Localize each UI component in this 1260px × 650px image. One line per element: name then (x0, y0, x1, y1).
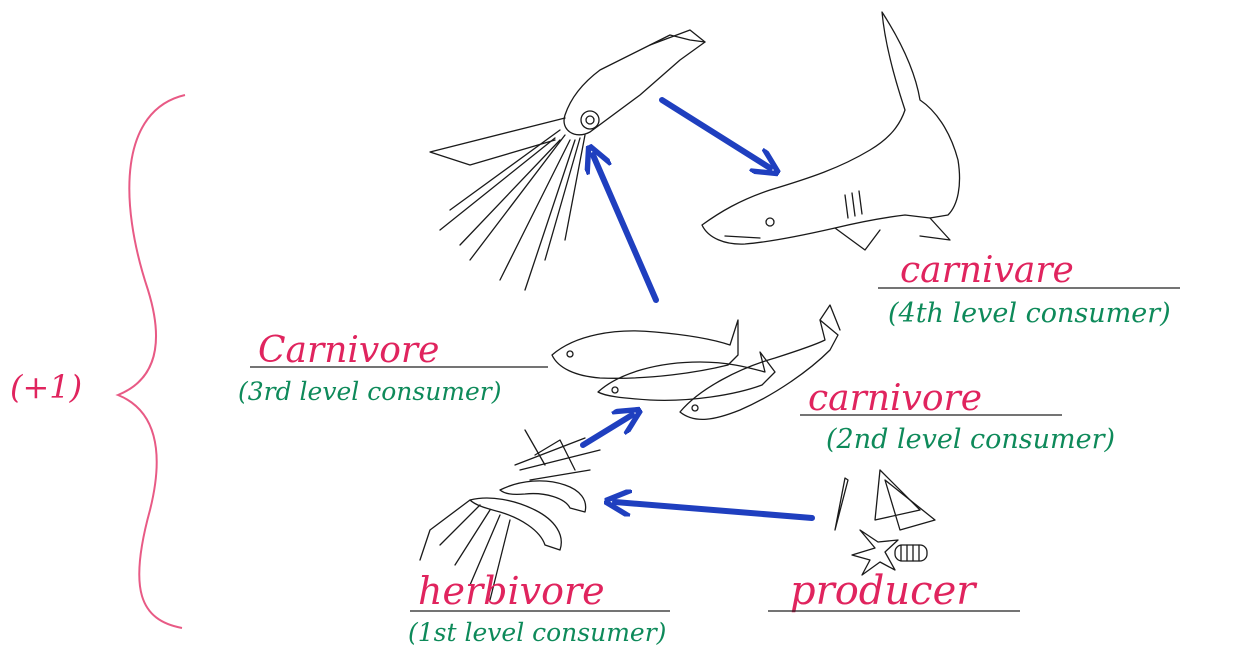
arrow-fish-to-squid (593, 155, 656, 300)
bracket-note: (+1) (10, 368, 82, 406)
fish3-level-label: (3rd level consumer) (238, 377, 502, 406)
shark-icon (702, 12, 960, 250)
producer-role-label: producer (790, 568, 978, 614)
plankton-icon (835, 470, 935, 575)
squid-icon (430, 30, 705, 290)
fish3-role-label: Carnivore (258, 330, 439, 371)
shrimp-role-label: herbivore (418, 569, 605, 613)
shark-level-label: (4th level consumer) (888, 298, 1171, 329)
arrow-shrimp-to-fish (583, 415, 632, 445)
fish-school-icon (552, 305, 840, 419)
fish2-level-label: (2nd level consumer) (826, 424, 1115, 455)
arrow-squid-to-shark (662, 100, 770, 168)
arrow-producer-to-shrimp (615, 502, 812, 518)
shrimp-level-label: (1st level consumer) (408, 618, 666, 647)
shark-role-label: carnivare (900, 250, 1074, 291)
fish2-role-label: carnivore (808, 378, 982, 419)
curly-bracket (118, 95, 185, 628)
